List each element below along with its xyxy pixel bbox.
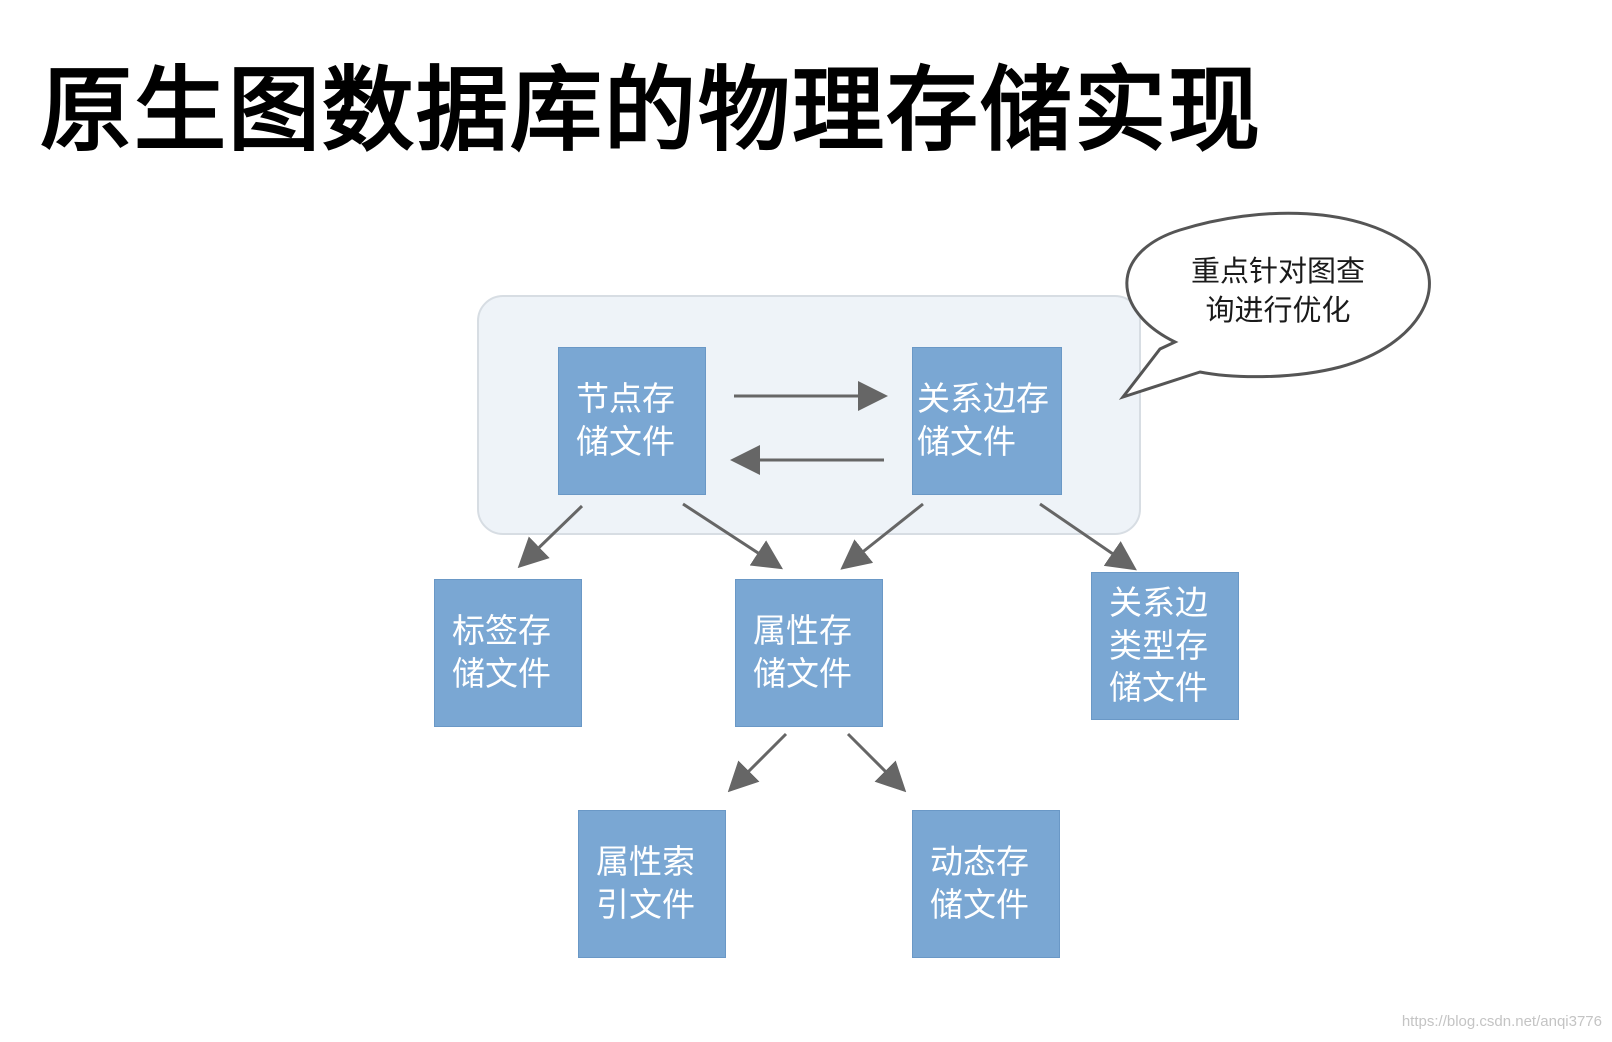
arrow-prop-to-dynamic <box>846 732 907 793</box>
label-store-box: 标签存储文件 <box>434 579 582 727</box>
callout-text: 重点针对图查询进行优化 <box>1190 254 1365 328</box>
property-index-label: 属性索引文件 <box>596 842 695 924</box>
property-store-label: 属性存储文件 <box>753 611 852 693</box>
watermark: https://blog.csdn.net/anqi3776 <box>1401 1013 1602 1030</box>
label-store-label: 标签存储文件 <box>452 611 551 693</box>
property-index-box: 属性索引文件 <box>578 810 726 958</box>
node-store-box: 节点存储文件 <box>558 347 706 495</box>
dynamic-store-label: 动态存储文件 <box>930 842 1029 924</box>
relationship-type-store-box: 关系边类型存储文件 <box>1091 572 1239 720</box>
relationship-store-box: 关系边存储文件 <box>912 347 1062 495</box>
arrow-prop-to-index <box>727 732 788 793</box>
property-store-box: 属性存储文件 <box>735 579 883 727</box>
dynamic-store-box: 动态存储文件 <box>912 810 1060 958</box>
relationship-store-label: 关系边存储文件 <box>917 379 1049 461</box>
node-store-label: 节点存储文件 <box>576 379 675 461</box>
relationship-type-store-label: 关系边类型存储文件 <box>1109 582 1208 708</box>
page-title: 原生图数据库的物理存储实现 <box>40 57 1263 164</box>
